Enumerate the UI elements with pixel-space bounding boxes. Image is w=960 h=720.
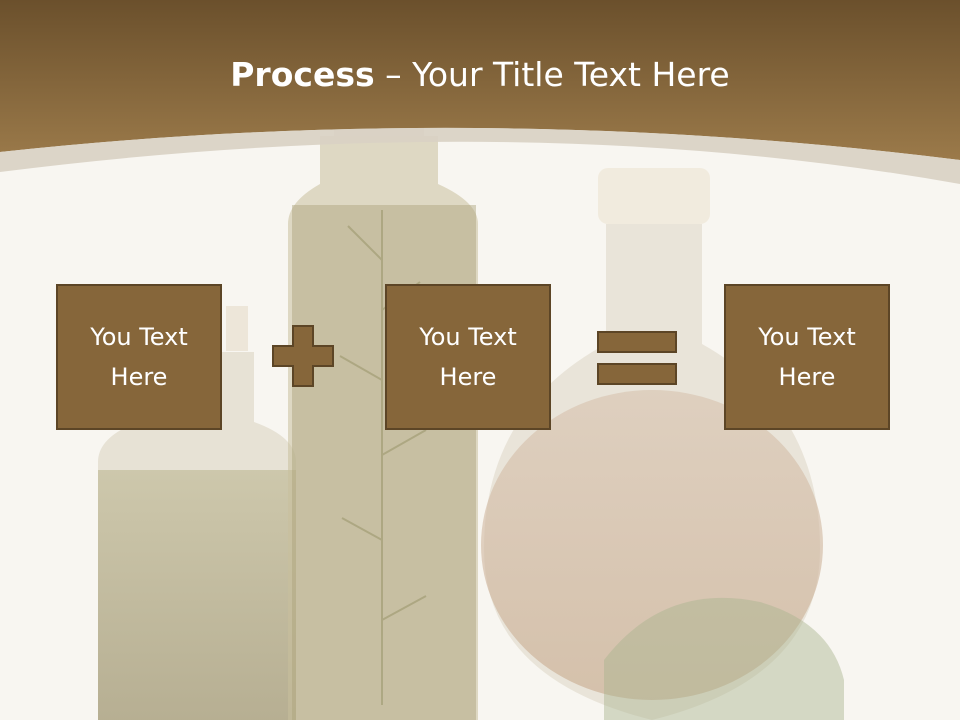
process-box-1[interactable]: You Text Here: [56, 284, 222, 430]
process-box-2-label: You Text Here: [419, 323, 517, 391]
process-box-3[interactable]: You Text Here: [724, 284, 890, 430]
equals-icon: [597, 331, 677, 385]
title-banner: [0, 0, 960, 184]
process-box-1-label: You Text Here: [90, 323, 188, 391]
title-rest: – Your Title Text Here: [374, 55, 730, 94]
process-box-3-label: You Text Here: [758, 323, 856, 391]
process-box-2[interactable]: You Text Here: [385, 284, 551, 430]
plus-icon: [272, 325, 334, 387]
slide-title: Process – Your Title Text Here: [0, 52, 960, 98]
title-bold: Process: [230, 55, 375, 94]
